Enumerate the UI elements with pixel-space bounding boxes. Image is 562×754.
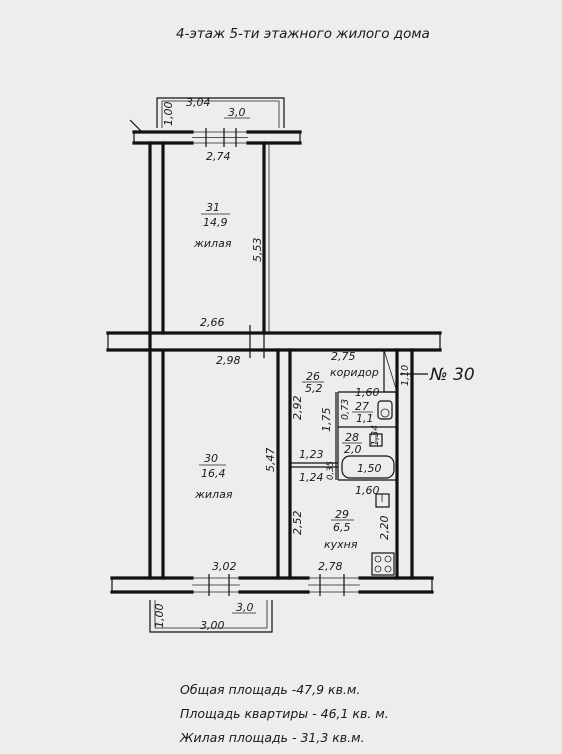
apartment-number-label: № 30 xyxy=(400,365,475,385)
room-28-label: 28 2,0 xyxy=(342,431,362,456)
dimensions: 3,04 1,00 3,0 2,74 5,53 2,66 2,98 5,47 3… xyxy=(153,96,411,632)
dim-corridor-depth: 2,92 xyxy=(291,396,304,421)
dim-wc-depth: 0,73 xyxy=(340,399,351,420)
summary-living-area: Жилая площадь - 31,3 кв.м. xyxy=(179,730,365,745)
kitchen-sink-icon xyxy=(375,493,390,508)
room-30-label: 30 16,4 жилая xyxy=(194,452,233,501)
dim-wall-piece-c: 0,35 xyxy=(326,461,336,480)
room-number: 29 xyxy=(335,508,349,521)
room-name: жилая xyxy=(193,237,232,250)
room-area: 5,2 xyxy=(305,382,323,395)
dim-room30-length: 5,47 xyxy=(264,448,277,473)
dim-balcony-top-inner: 3,0 xyxy=(228,106,246,119)
room-29-label: 29 6,5 кухня xyxy=(324,508,358,551)
dim-kitchen-width: 1,60 xyxy=(355,484,380,497)
dim-kitchen-right: 2,20 xyxy=(378,516,391,541)
window-kitchen xyxy=(308,574,360,596)
page-title: 4-этаж 5-ти этажного жилого дома xyxy=(176,26,430,42)
dim-balcony-top-width: 3,04 xyxy=(186,96,211,109)
balcony-bottom xyxy=(149,600,273,633)
room-number: 30 xyxy=(204,452,218,465)
wall-break-mark xyxy=(129,119,143,133)
room-number: 31 xyxy=(206,201,220,214)
room-name: коридор xyxy=(330,366,379,379)
dim-wall-piece-a: 1,23 xyxy=(299,448,324,461)
dim-kitchen-depth: 2,52 xyxy=(291,511,304,536)
dim-room30-window: 3,02 xyxy=(212,560,237,573)
sink-icon xyxy=(369,433,383,447)
dim-shaft: 1,10 xyxy=(400,365,411,386)
room-number: 28 xyxy=(345,431,359,444)
toilet-icon xyxy=(377,400,393,420)
dim-balcony-bottom-width: 3,00 xyxy=(200,619,225,632)
stove-icon xyxy=(371,552,395,576)
dim-room31-bottom: 2,66 xyxy=(200,316,225,329)
room-26-label: 26 5,2 коридор xyxy=(302,366,379,395)
room-name: кухня xyxy=(324,538,358,551)
bathtub-icon xyxy=(341,455,395,479)
dim-wc-width: 1,60 xyxy=(355,386,380,399)
window-room30 xyxy=(192,574,240,596)
window-room31 xyxy=(192,128,248,147)
dim-room31-width: 2,74 xyxy=(206,150,231,163)
room-area: 6,5 xyxy=(333,521,351,534)
room-number: 26 xyxy=(306,370,320,383)
room-number: 27 xyxy=(355,400,369,413)
room-31-label: 31 14,9 жилая xyxy=(193,201,232,250)
room-area: 1,1 xyxy=(356,412,374,425)
walls xyxy=(106,130,442,594)
dim-balcony-bottom-depth: 1,00 xyxy=(153,604,166,629)
dim-bath-length: 1,50 xyxy=(357,462,382,475)
dim-balcony-top-depth: 1,00 xyxy=(162,102,175,127)
apartment-number: № 30 xyxy=(429,365,475,385)
dim-bath-depth: 1,34 xyxy=(370,425,381,446)
dim-corridor-side: 1,75 xyxy=(320,408,333,433)
dim-room30-top: 2,98 xyxy=(216,354,241,367)
summary-total-area: Общая площадь -47,9 кв.м. xyxy=(180,682,360,697)
room-27-label: 27 1,1 xyxy=(352,400,374,425)
area-summary: Общая площадь -47,9 кв.м. Площадь кварти… xyxy=(179,682,389,745)
room-area: 2,0 xyxy=(344,443,362,456)
dim-corridor-width: 2,75 xyxy=(331,350,356,363)
room-area: 14,9 xyxy=(203,216,228,229)
dim-room31-length: 5,53 xyxy=(251,238,264,263)
dim-balcony-bottom-inner: 3,0 xyxy=(236,601,254,614)
balcony-top xyxy=(156,97,285,128)
room-name: жилая xyxy=(194,488,233,501)
room-area: 16,4 xyxy=(201,467,226,480)
dim-wall-piece-b: 1,24 xyxy=(299,471,324,484)
dim-kitchen-window: 2,78 xyxy=(318,560,343,573)
summary-apartment-area: Площадь квартиры - 46,1 кв. м. xyxy=(180,706,389,721)
